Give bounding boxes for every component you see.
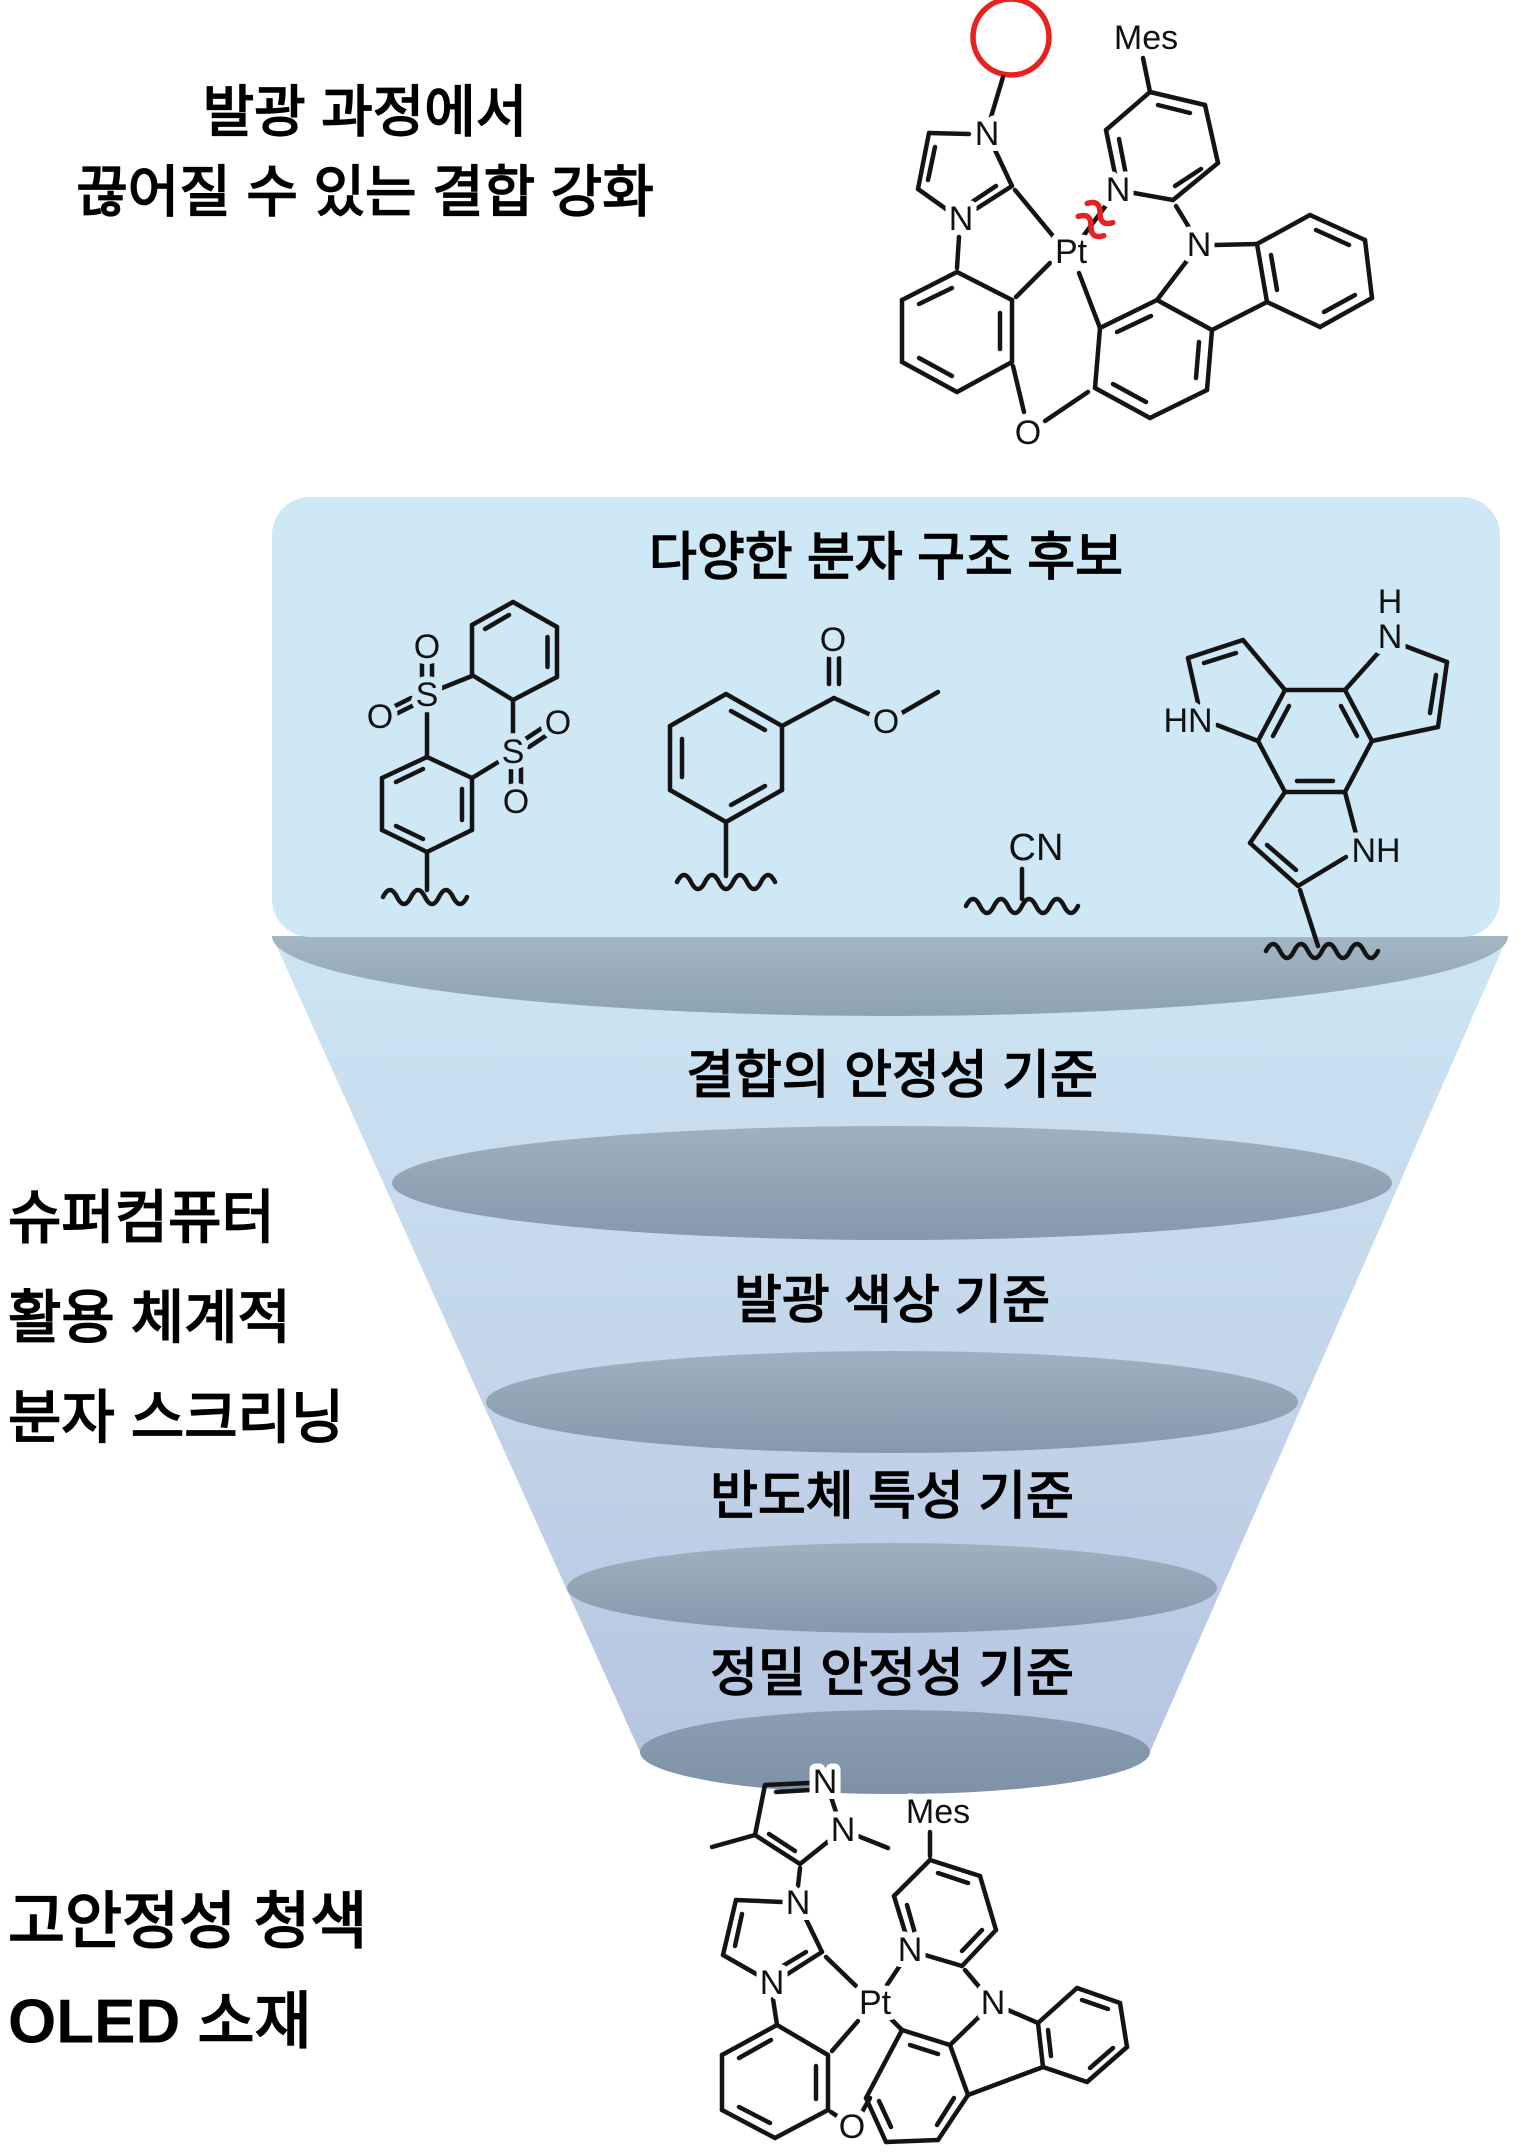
substituent-tripyrrole: H N HN NH xyxy=(1157,577,1450,961)
heading-bond-line2: 끊어질 수 있는 결합 강화 xyxy=(76,161,653,224)
atom-label-n-pyridine: N xyxy=(898,1931,923,1969)
weak-bond-squiggle-icon xyxy=(1075,199,1116,240)
result-label-line2: OLED 소재 xyxy=(8,1988,312,2057)
atom-label-n-imid-top: N xyxy=(975,115,1000,153)
atom-label-nh: NH xyxy=(1351,832,1400,870)
atom-label-n-imid-top: N xyxy=(786,1884,811,1922)
attachment-squiggle xyxy=(963,896,1081,916)
funnel-stage-1-label: 결합의 안정성 기준 xyxy=(686,1047,1098,1105)
highlight-circle-icon xyxy=(970,0,1052,78)
atom-label-pt: Pt xyxy=(1055,233,1088,271)
atom-label-n-imid-bottom: N xyxy=(949,200,974,238)
funnel xyxy=(272,936,1508,1794)
atom-label-hn: HN xyxy=(1163,702,1212,740)
atom-label-n-pyrazole: N xyxy=(831,1811,856,1849)
atom-label-o-bridge: O xyxy=(1015,414,1041,452)
atom-label-n-pyridine: N xyxy=(1106,171,1131,209)
atom-label-o: O xyxy=(545,704,571,742)
funnel-stage-4-label: 정밀 안정성 기준 xyxy=(710,1645,1074,1703)
atom-label-cn: CN xyxy=(1009,827,1064,869)
result-label-line1: 고안정성 청색 xyxy=(8,1888,367,1957)
funnel-rim xyxy=(272,936,1508,1016)
atom-label-h: H xyxy=(1378,583,1403,621)
atom-label-mes: Mes xyxy=(906,1793,970,1831)
atom-label-o: O xyxy=(367,698,393,736)
atom-label-mes: Mes xyxy=(1114,19,1178,57)
atom-label-s: S xyxy=(502,733,525,771)
atom-label-s: S xyxy=(416,676,439,714)
atom-label-n: N xyxy=(1378,618,1403,656)
candidates-box xyxy=(272,497,1500,937)
attachment-squiggle xyxy=(1263,941,1381,961)
screening-label-line3: 분자 스크리닝 xyxy=(8,1386,344,1451)
candidates-box-title: 다양한 분자 구조 후보 xyxy=(649,529,1123,587)
atom-label-o: O xyxy=(503,783,529,821)
funnel-stage-3-label: 반도체 특성 기준 xyxy=(710,1468,1074,1526)
atom-label-n-pyrazole: N xyxy=(813,1763,838,1801)
attachment-squiggle xyxy=(674,872,778,892)
screening-label-line1: 슈퍼컴퓨터 xyxy=(8,1186,275,1251)
pt-complex-weak-bond: N N Pt N N O Mes xyxy=(899,0,1375,458)
pt-complex-final: N N N N Pt Mes N N O xyxy=(709,1757,1130,2152)
substituent-ester: O O xyxy=(667,615,941,892)
atom-label-o-ether: O xyxy=(873,703,899,741)
funnel-outlet-ellipse xyxy=(640,1710,1150,1794)
funnel-stage-ellipse-1 xyxy=(392,1126,1392,1240)
atom-label-n-carbazole: N xyxy=(981,1984,1006,2022)
funnel-stage-2-label: 발광 색상 기준 xyxy=(734,1272,1050,1330)
screening-label-line2: 활용 체계적 xyxy=(8,1286,291,1351)
funnel-stage-ellipse-2 xyxy=(486,1351,1298,1453)
funnel-stage-ellipse-3 xyxy=(567,1543,1217,1633)
attachment-squiggle xyxy=(380,887,470,907)
atom-label-o: O xyxy=(414,628,440,666)
atom-label-o-bridge: O xyxy=(839,2108,865,2146)
atom-label-n-carbazole: N xyxy=(1187,226,1212,264)
atom-label-n-imid-bottom: N xyxy=(760,1964,785,2002)
substituent-nitrile: CN xyxy=(963,821,1081,916)
atom-label-o-carbonyl: O xyxy=(820,621,846,659)
heading-bond-line1: 발광 과정에서 xyxy=(203,81,528,144)
atom-label-pt: Pt xyxy=(859,1984,892,2022)
